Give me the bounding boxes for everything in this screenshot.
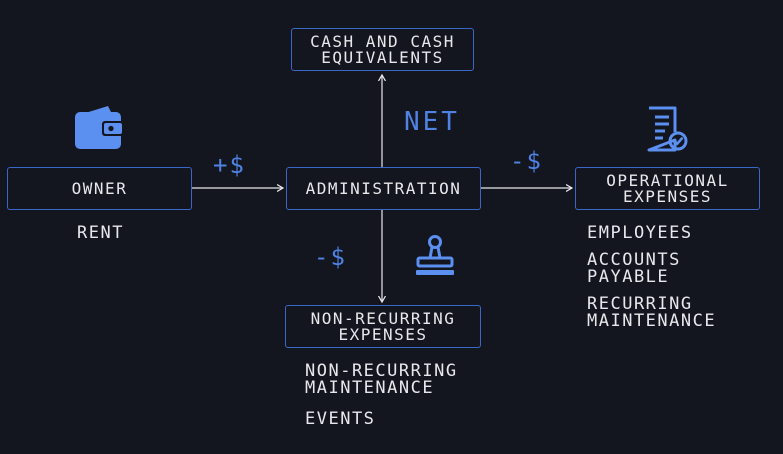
node-cash-and-cash-equivalents: CASH AND CASH EQUIVALENTS bbox=[291, 28, 474, 71]
nonrecurring-item: EVENTS bbox=[305, 409, 376, 429]
node-owner: OWNER bbox=[7, 167, 192, 210]
edge-label-administration-to-cash: NET bbox=[404, 107, 460, 137]
edge-label-owner-to-administration: +$ bbox=[213, 151, 246, 179]
owner-item: RENT bbox=[77, 223, 124, 243]
wallet-icon bbox=[75, 106, 124, 149]
nonrecurring-item: NON-RECURRING MAINTENANCE bbox=[305, 361, 458, 398]
invoice-check-icon bbox=[647, 106, 688, 152]
operational-item: ACCOUNTS PAYABLE bbox=[587, 250, 681, 287]
edge-label-administration-to-nonrecurring: -$ bbox=[314, 243, 347, 271]
operational-item: RECURRING MAINTENANCE bbox=[587, 294, 717, 331]
edge-label-administration-to-operational: -$ bbox=[510, 147, 543, 175]
operational-item: EMPLOYEES bbox=[587, 223, 693, 243]
node-administration: ADMINISTRATION bbox=[286, 167, 481, 210]
stamp-icon bbox=[416, 235, 454, 275]
node-operational-expenses: OPERATIONAL EXPENSES bbox=[575, 167, 760, 210]
node-non-recurring-expenses: NON-RECURRING EXPENSES bbox=[285, 305, 481, 348]
